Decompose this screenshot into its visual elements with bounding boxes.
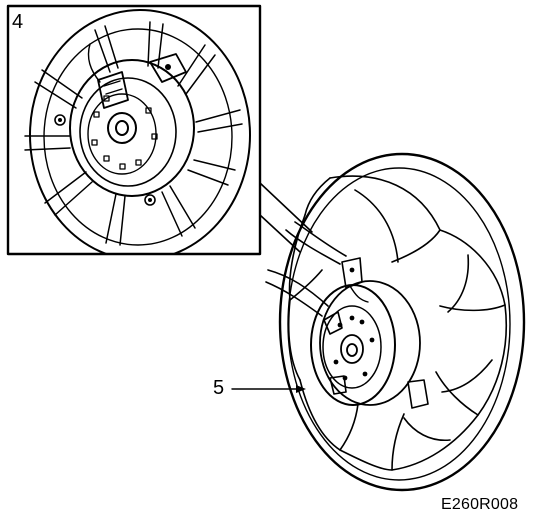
motor-face [322, 305, 382, 389]
motor-housing-back [319, 280, 421, 406]
motor-hub [340, 334, 364, 364]
inset-face-marks [91, 95, 158, 170]
detail-inset [6, 4, 262, 256]
fan-inner-rim [287, 167, 511, 481]
motor-shaft [346, 343, 358, 357]
detail-connector-lines [259, 182, 313, 253]
callout-5-leader [231, 385, 306, 393]
inset-top-tab [149, 53, 187, 83]
inset-shaft [115, 120, 129, 136]
top-mounting-bracket [341, 257, 363, 289]
inset-connector [97, 71, 129, 109]
inset-fan-rim [29, 9, 251, 253]
motor-bracket-arm [349, 285, 369, 303]
fan-blades [287, 175, 508, 471]
bottom-mounting-bracket [407, 379, 429, 409]
inset-motor-inner [79, 77, 177, 187]
cooling-fan-assembly [265, 152, 526, 492]
lower-clip [329, 375, 347, 395]
motor-face-holes [333, 315, 375, 381]
callout-label-5: 5 [213, 377, 225, 399]
callout-label-4: 4 [12, 11, 24, 33]
inset-fixing-screws [54, 114, 156, 206]
wiring-leads [265, 221, 347, 317]
inset-motor-outer [69, 59, 195, 197]
fan-outer-rim [278, 152, 526, 492]
side-clip [323, 311, 343, 335]
inset-wire-harness [87, 43, 101, 83]
inset-hub [107, 112, 137, 144]
figure-reference-code: E260R008 [441, 496, 519, 513]
